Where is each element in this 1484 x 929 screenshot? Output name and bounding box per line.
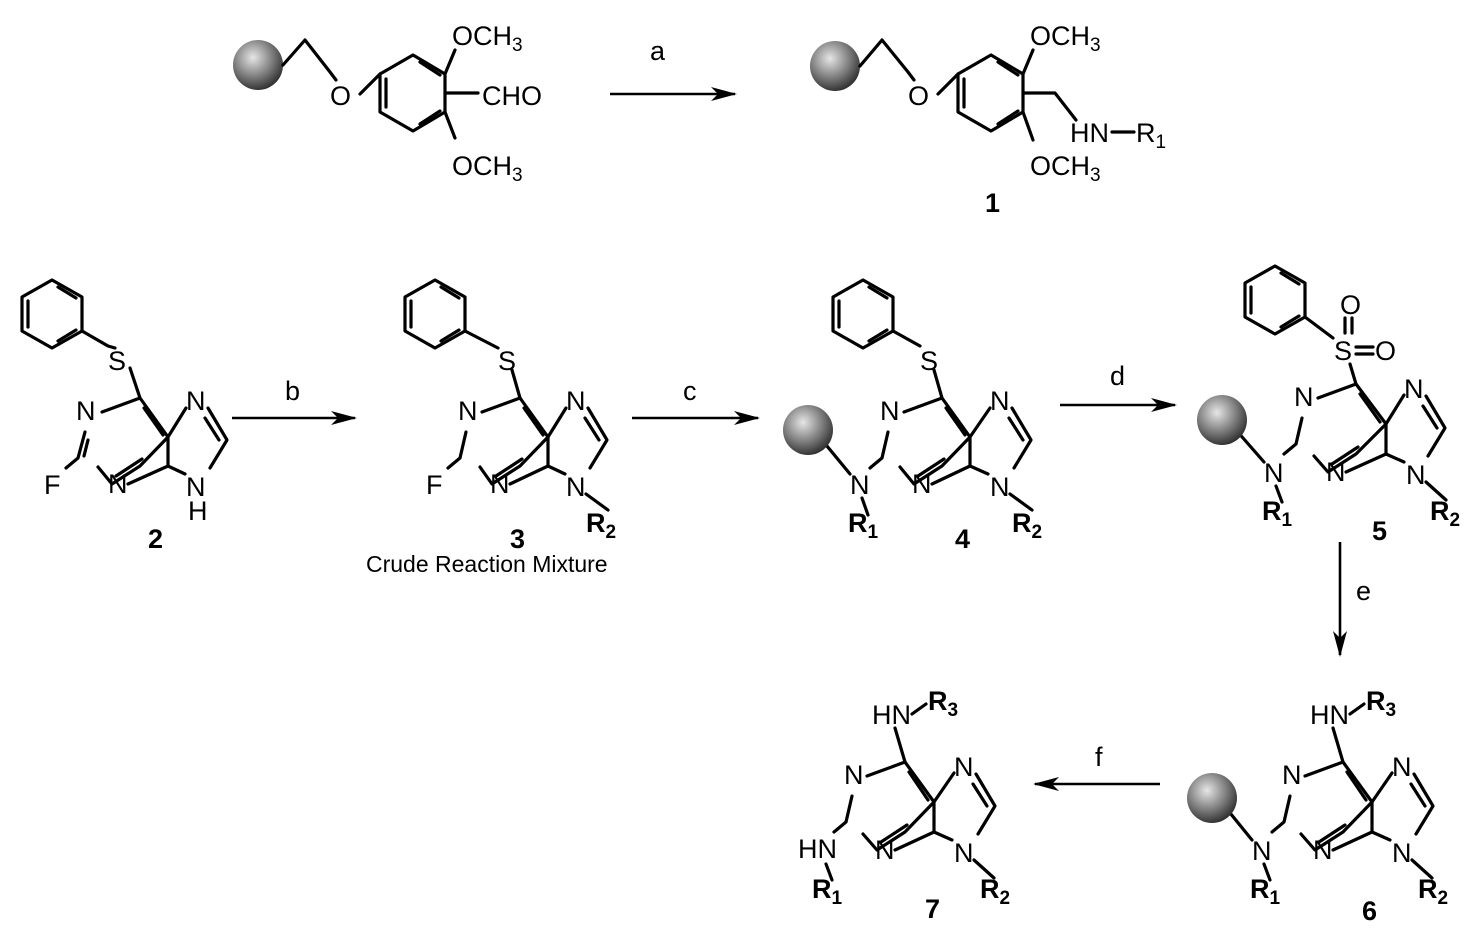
- arrow-c: c: [632, 376, 758, 418]
- svg-text:OCH3: OCH3: [1030, 151, 1101, 186]
- svg-text:a: a: [650, 36, 666, 66]
- compound-5: S O O N N R1 N N N R2 5: [1197, 266, 1460, 546]
- svg-text:OCH3: OCH3: [1030, 21, 1101, 56]
- resin-bead-icon: [1197, 395, 1247, 445]
- amine-nh: HN: [798, 834, 837, 864]
- svg-text:N: N: [912, 469, 932, 499]
- svg-text:N: N: [1392, 838, 1412, 868]
- svg-text:N: N: [76, 396, 96, 426]
- svg-text:N: N: [1406, 460, 1426, 490]
- svg-text:R1: R1: [1250, 874, 1281, 909]
- svg-text:O: O: [1340, 290, 1361, 320]
- svg-text:OCH3: OCH3: [452, 21, 523, 56]
- svg-text:R3: R3: [1366, 686, 1396, 721]
- resin-bead-icon: [783, 405, 833, 455]
- svg-text:f: f: [1095, 742, 1103, 772]
- svg-text:O: O: [908, 81, 929, 111]
- svg-text:N: N: [1294, 382, 1314, 412]
- svg-text:N: N: [1313, 835, 1333, 865]
- svg-text:N: N: [458, 396, 478, 426]
- amine-nh: HN: [1310, 700, 1349, 730]
- svg-text:N: N: [990, 472, 1010, 502]
- svg-text:N: N: [875, 835, 895, 865]
- compound-label-1: 1: [985, 188, 1000, 218]
- amine-nh: HN: [1070, 118, 1109, 148]
- amine-nh: HN: [872, 700, 911, 730]
- aldehyde-group: CHO: [482, 81, 542, 111]
- arrow-a: a: [610, 36, 735, 94]
- svg-text:N: N: [1404, 374, 1424, 404]
- svg-text:R1: R1: [1136, 118, 1166, 153]
- svg-text:N: N: [844, 760, 864, 790]
- svg-text:N: N: [108, 469, 128, 499]
- svg-text:N: N: [1282, 760, 1302, 790]
- svg-text:R3: R3: [928, 686, 958, 721]
- svg-text:N: N: [1264, 458, 1284, 488]
- svg-text:d: d: [1110, 361, 1125, 391]
- svg-text:N: N: [954, 838, 974, 868]
- svg-text:e: e: [1356, 576, 1371, 606]
- svg-text:R2: R2: [1012, 508, 1042, 543]
- resin-bead-icon: [810, 41, 860, 91]
- aldehyde-resin: O OCH3 OCH3 CHO: [233, 21, 542, 186]
- svg-text:N: N: [954, 752, 974, 782]
- svg-text:R1: R1: [812, 874, 843, 909]
- compound-7: HN R3 N HN R1 N N N R2 7: [798, 686, 1010, 924]
- arrow-b: b: [232, 376, 355, 418]
- svg-text:F: F: [426, 470, 443, 500]
- svg-text:OCH3: OCH3: [452, 151, 523, 186]
- compound-label-6: 6: [1362, 896, 1377, 926]
- compound-3: S N F N N N R2 3 Crude Reaction Mixture: [366, 280, 616, 577]
- compound-6: HN R3 N N R1 N N N R2 6: [1187, 686, 1448, 926]
- resin-bead-icon: [233, 40, 283, 90]
- svg-text:N: N: [1392, 752, 1412, 782]
- svg-text:N: N: [880, 396, 900, 426]
- svg-text:S: S: [108, 346, 126, 376]
- svg-text:N: N: [186, 386, 206, 416]
- svg-text:N: N: [1326, 457, 1346, 487]
- svg-text:N: N: [490, 469, 510, 499]
- arrow-e: e: [1340, 542, 1371, 655]
- svg-text:N: N: [566, 386, 586, 416]
- compound-label-3: 3: [510, 524, 525, 554]
- svg-text:b: b: [285, 376, 300, 406]
- svg-text:N: N: [990, 386, 1010, 416]
- ether-oxygen: O: [330, 81, 351, 111]
- svg-text:N: N: [850, 470, 870, 500]
- svg-text:R2: R2: [1418, 874, 1448, 909]
- svg-text:N: N: [1252, 836, 1272, 866]
- svg-text:O: O: [1375, 336, 1396, 366]
- arrow-f: f: [1035, 742, 1160, 784]
- sulfonyl-s: S: [1334, 336, 1352, 366]
- compound-4: S N N R1 N N N R2 4: [783, 280, 1042, 554]
- resin-bead-icon: [1187, 773, 1237, 823]
- compound-label-4: 4: [955, 524, 970, 554]
- svg-text:N: N: [566, 472, 586, 502]
- compound-label-2: 2: [148, 524, 163, 554]
- arrow-d: d: [1060, 361, 1175, 405]
- svg-text:R1: R1: [848, 508, 879, 543]
- compound-1: O OCH3 OCH3 HN R1 1: [810, 21, 1166, 218]
- compound-label-5: 5: [1372, 516, 1387, 546]
- crude-mixture-note: Crude Reaction Mixture: [366, 551, 608, 577]
- compound-2: S N F N N N H 2: [22, 280, 227, 554]
- svg-text:R2: R2: [980, 874, 1010, 909]
- svg-text:H: H: [188, 496, 208, 526]
- svg-text:R2: R2: [586, 508, 616, 543]
- svg-text:c: c: [683, 376, 697, 406]
- svg-text:R2: R2: [1430, 496, 1460, 531]
- svg-text:F: F: [44, 470, 61, 500]
- compound-label-7: 7: [925, 894, 940, 924]
- svg-text:R1: R1: [1262, 496, 1293, 531]
